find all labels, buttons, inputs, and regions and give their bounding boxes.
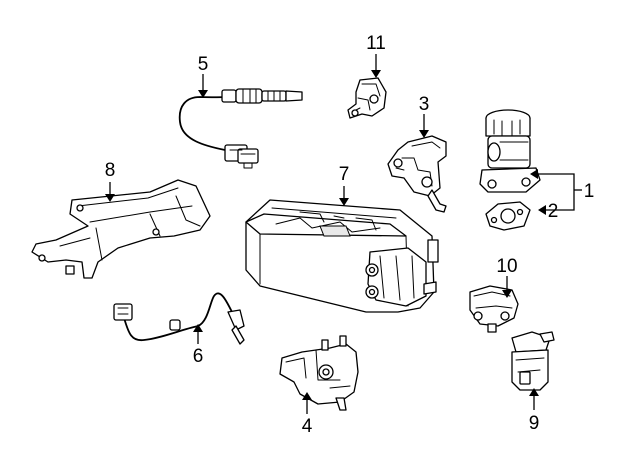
part-3-solenoid-bracket: [387, 135, 447, 213]
arrow-8: [105, 194, 115, 202]
part-6-oxygen-sensor: [113, 292, 245, 345]
part-7-evap-canister: [245, 199, 439, 313]
part-4-control-unit: [279, 335, 359, 411]
callout-10: 10: [496, 256, 517, 277]
callout-11: 11: [366, 33, 386, 54]
part-5-oxygen-sensor: [178, 88, 303, 169]
part-9-vent-valve: [511, 331, 555, 391]
arrow-7: [339, 198, 349, 206]
arrow-11: [371, 70, 381, 78]
part-2-gasket: [485, 201, 531, 231]
callout-5: 5: [198, 54, 209, 75]
callout-9: 9: [529, 413, 540, 434]
callout-8: 8: [105, 160, 116, 181]
callout-3: 3: [419, 94, 430, 115]
arrow-3: [419, 130, 429, 138]
callout-2: 2: [548, 201, 559, 222]
arrow-6: [193, 324, 203, 332]
arrow-1: [530, 169, 538, 179]
part-10-purge-solenoid: [469, 285, 519, 333]
arrow-10: [502, 290, 512, 298]
arrow-5: [198, 90, 208, 98]
callout-7: 7: [339, 164, 350, 185]
part-1-egr-valve: [479, 109, 541, 193]
callout-leaders: [105, 54, 582, 414]
arrow-4: [302, 392, 312, 400]
arrow-2: [538, 205, 546, 215]
callout-1: 1: [584, 181, 595, 202]
arrow-9: [529, 388, 539, 396]
callout-4: 4: [302, 416, 313, 437]
part-8-bracket: [31, 179, 211, 279]
part-11-bracket: [347, 77, 387, 119]
callout-6: 6: [193, 346, 204, 367]
